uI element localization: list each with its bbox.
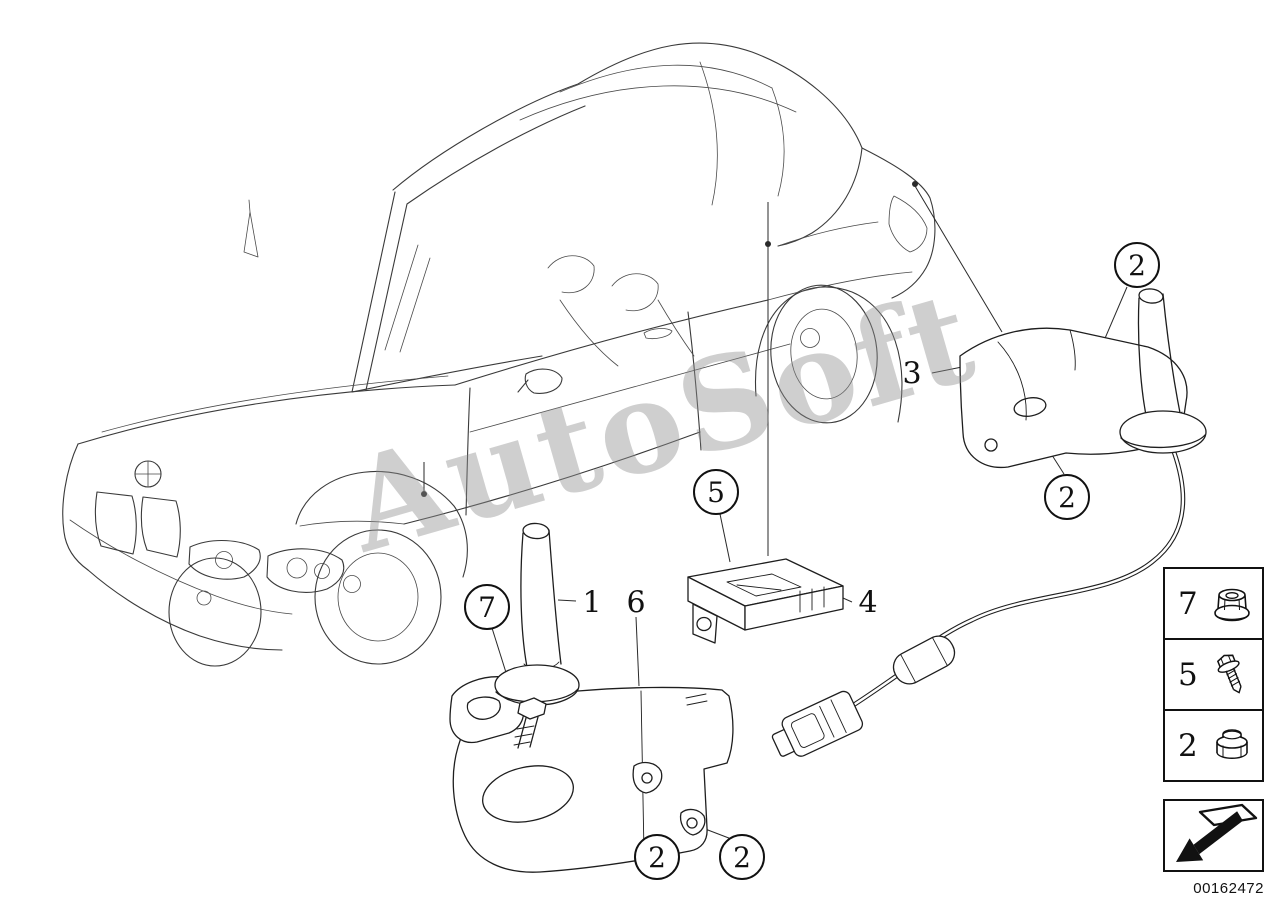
- ferrite-bead: [892, 635, 956, 685]
- callout-1[interactable]: 1: [582, 585, 602, 621]
- direction-arrow-icon: [1166, 800, 1262, 871]
- antenna-cable: [771, 449, 1186, 757]
- legend-item-2[interactable]: 2: [1163, 709, 1264, 782]
- car-drawing: [62, 42, 936, 667]
- hex-screw-icon: [1208, 651, 1256, 699]
- callout-3[interactable]: 3: [902, 356, 922, 392]
- callout-5[interactable]: 5: [693, 469, 739, 515]
- document-number: 00162472: [1193, 880, 1264, 897]
- control-module: [687, 558, 844, 644]
- callout-2-top-right[interactable]: 2: [1114, 242, 1160, 288]
- antenna-right-assembly: [1119, 288, 1207, 454]
- flange-nut-icon: [1208, 580, 1256, 628]
- legend-item-7[interactable]: 7: [1163, 567, 1264, 640]
- legend-item-5[interactable]: 5: [1163, 638, 1264, 711]
- callout-2-bottom-right[interactable]: 2: [719, 834, 765, 880]
- legend-panel: 7 5: [1163, 567, 1264, 782]
- legend-number-5: 5: [1178, 656, 1198, 693]
- legend-number-7: 7: [1178, 585, 1198, 622]
- legend-number-2: 2: [1178, 727, 1198, 764]
- direction-arrow-box: [1163, 799, 1264, 872]
- bracket-left: [452, 686, 734, 873]
- callout-4[interactable]: 4: [858, 585, 878, 621]
- antenna-left-assembly: [494, 522, 580, 749]
- callout-6[interactable]: 6: [626, 585, 646, 621]
- cable-connector-plug: [771, 690, 864, 757]
- lock-nut-icon: [1208, 722, 1256, 770]
- callout-2-mid-right[interactable]: 2: [1044, 474, 1090, 520]
- callout-2-bottom-left[interactable]: 2: [634, 834, 680, 880]
- callout-7[interactable]: 7: [464, 584, 510, 630]
